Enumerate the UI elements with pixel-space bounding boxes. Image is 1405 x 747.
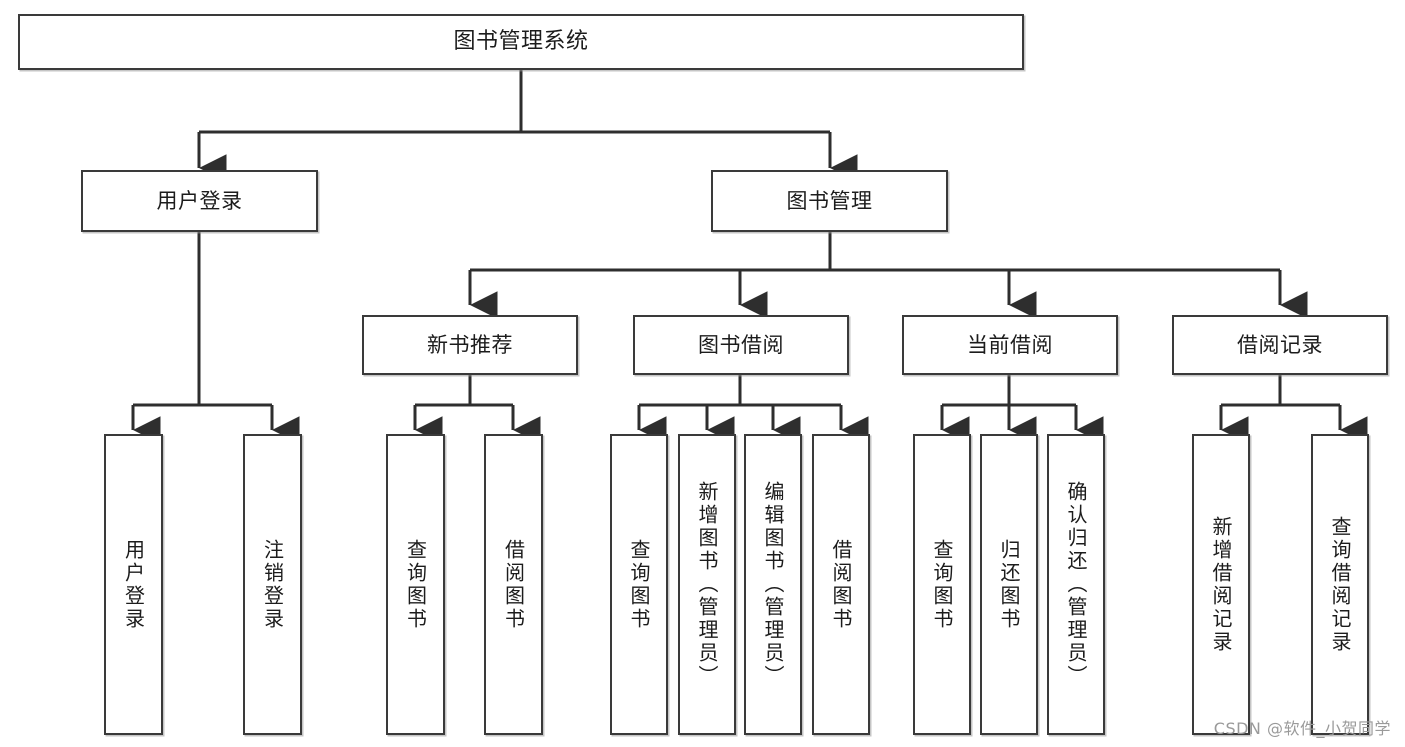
node-leaf-return-book[interactable]: 归还图书	[980, 434, 1038, 735]
node-book-management[interactable]: 图书管理	[711, 170, 948, 232]
node-current-borrow[interactable]: 当前借阅	[902, 315, 1118, 375]
node-leaf-confirm-return-admin[interactable]: 确认归还（管理员）	[1047, 434, 1105, 735]
node-leaf-borrow-book-label: 借阅图书	[829, 538, 853, 631]
node-current-borrow-label: 当前借阅	[967, 332, 1053, 357]
node-leaf-confirm-return-admin-label: 确认归还（管理员）	[1064, 481, 1088, 688]
node-book-borrow[interactable]: 图书借阅	[633, 315, 849, 375]
node-leaf-query-borrow-record-label: 查询借阅记录	[1328, 515, 1352, 654]
node-user-login[interactable]: 用户登录	[81, 170, 318, 232]
node-leaf-add-borrow-record-label: 新增借阅记录	[1209, 515, 1233, 654]
node-leaf-query-book-new-label: 查询图书	[403, 538, 428, 631]
node-leaf-edit-book-admin-label: 编辑图书（管理员）	[761, 481, 785, 688]
node-leaf-return-book-label: 归还图书	[997, 538, 1021, 631]
node-new-book-recommend-label: 新书推荐	[427, 332, 513, 357]
node-leaf-query-book-borrow[interactable]: 查询图书	[610, 434, 668, 735]
node-leaf-user-login-label: 用户登录	[121, 538, 146, 631]
node-leaf-logout[interactable]: 注销登录	[243, 434, 302, 735]
node-leaf-query-book-current[interactable]: 查询图书	[913, 434, 971, 735]
node-leaf-query-book-borrow-label: 查询图书	[627, 538, 651, 631]
node-user-login-label: 用户登录	[156, 188, 243, 213]
node-leaf-query-borrow-record[interactable]: 查询借阅记录	[1311, 434, 1369, 735]
node-leaf-borrow-book-new-label: 借阅图书	[501, 538, 526, 631]
node-leaf-borrow-book[interactable]: 借阅图书	[812, 434, 870, 735]
node-leaf-logout-label: 注销登录	[260, 538, 285, 631]
node-leaf-add-book-admin[interactable]: 新增图书（管理员）	[678, 434, 736, 735]
node-new-book-recommend[interactable]: 新书推荐	[362, 315, 578, 375]
node-book-management-label: 图书管理	[786, 188, 873, 213]
node-root-system-label: 图书管理系统	[453, 29, 589, 55]
node-root-system[interactable]: 图书管理系统	[18, 14, 1024, 70]
node-borrow-record[interactable]: 借阅记录	[1172, 315, 1388, 375]
node-leaf-query-book-new[interactable]: 查询图书	[386, 434, 445, 735]
node-leaf-add-borrow-record[interactable]: 新增借阅记录	[1192, 434, 1250, 735]
node-borrow-record-label: 借阅记录	[1237, 332, 1323, 357]
node-leaf-edit-book-admin[interactable]: 编辑图书（管理员）	[744, 434, 802, 735]
node-leaf-query-book-current-label: 查询图书	[930, 538, 954, 631]
node-leaf-user-login[interactable]: 用户登录	[104, 434, 163, 735]
node-leaf-add-book-admin-label: 新增图书（管理员）	[695, 481, 719, 688]
node-book-borrow-label: 图书借阅	[698, 332, 784, 357]
node-leaf-borrow-book-new[interactable]: 借阅图书	[484, 434, 543, 735]
